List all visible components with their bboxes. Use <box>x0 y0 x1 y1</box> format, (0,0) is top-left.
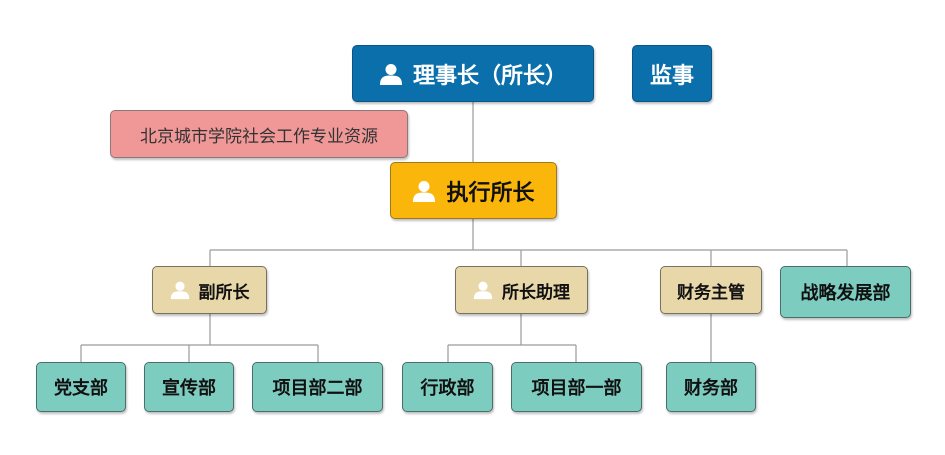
finance-dept-label: 财务部 <box>684 378 738 399</box>
deputy-director-label: 副所长 <box>198 282 250 303</box>
project-dept-2-box: 项目部二部 <box>252 362 383 412</box>
chairman-box: 理事长（所长） <box>352 45 594 102</box>
supervisor-box: 监事 <box>632 45 712 102</box>
strategy-dept-label: 战略发展部 <box>800 283 891 304</box>
director-assistant-label: 所长助理 <box>502 282 570 303</box>
project-dept-2-label: 项目部二部 <box>272 378 363 399</box>
publicity-dept-label: 宣传部 <box>162 378 216 399</box>
user-icon <box>412 179 436 203</box>
chairman-label: 理事长（所长） <box>412 63 567 89</box>
executive-director-box: 执行所长 <box>390 162 557 219</box>
publicity-dept-box: 宣传部 <box>144 362 234 412</box>
finance-dept-box: 财务部 <box>666 362 756 412</box>
strategy-dept-box: 战略发展部 <box>780 266 911 318</box>
finance-manager-box: 财务主管 <box>660 266 762 314</box>
finance-manager-label: 财务主管 <box>677 282 745 303</box>
admin-dept-label: 行政部 <box>420 378 475 399</box>
party-branch-label: 党支部 <box>54 378 108 399</box>
resource-note-box: 北京城市学院社会工作专业资源 <box>110 110 408 158</box>
party-branch-box: 党支部 <box>36 362 126 412</box>
project-dept-1-box: 项目部一部 <box>511 362 642 412</box>
supervisor-label: 监事 <box>649 63 694 89</box>
deputy-director-box: 副所长 <box>152 266 267 314</box>
user-icon <box>379 62 403 86</box>
user-icon <box>473 280 493 300</box>
project-dept-1-label: 项目部一部 <box>531 378 622 399</box>
executive-director-label: 执行所长 <box>446 180 535 206</box>
user-icon <box>170 280 190 300</box>
admin-dept-box: 行政部 <box>402 362 493 412</box>
resource-note-label: 北京城市学院社会工作专业资源 <box>140 126 378 147</box>
director-assistant-box: 所长助理 <box>455 266 588 314</box>
